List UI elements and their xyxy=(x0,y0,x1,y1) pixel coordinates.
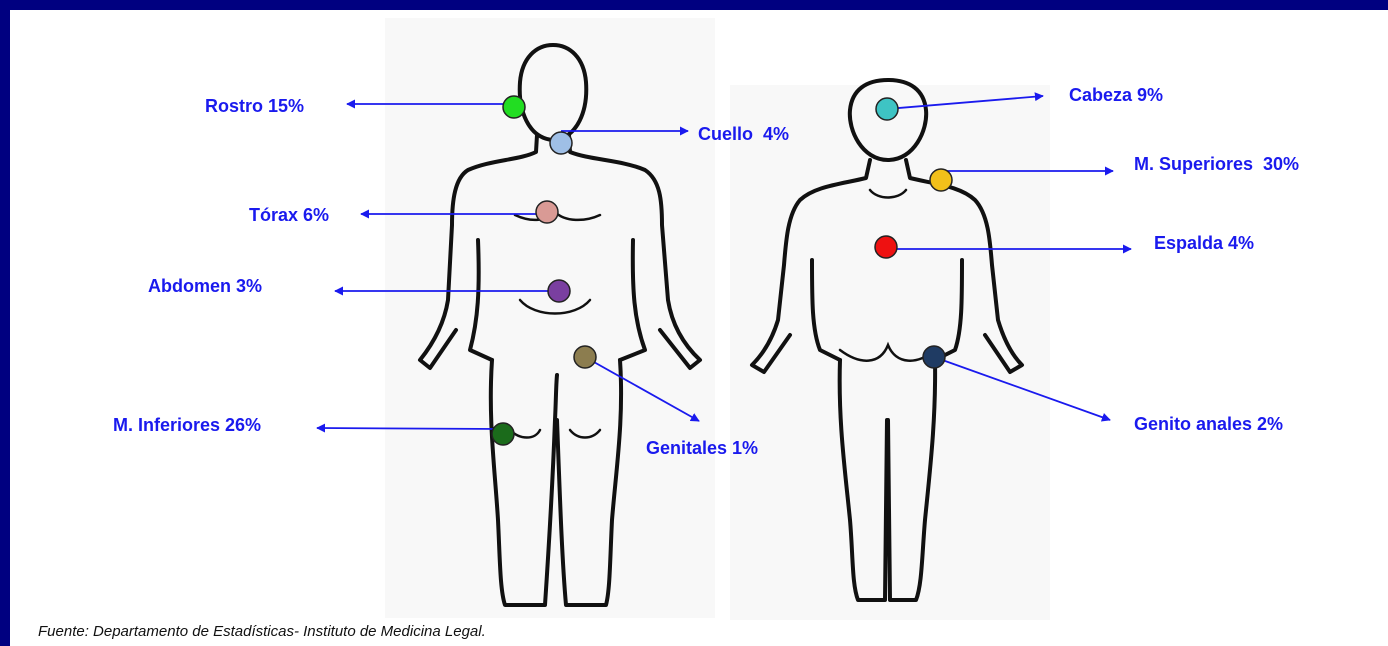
torax-label: Tórax 6% xyxy=(249,205,329,225)
inferiores-arrow xyxy=(317,428,503,429)
genitales-dot xyxy=(574,346,596,368)
genitales-label: Genitales 1% xyxy=(646,438,758,458)
inferiores-label: M. Inferiores 26% xyxy=(113,415,261,435)
superiores-label: M. Superiores 30% xyxy=(1134,154,1299,174)
rostro-label: Rostro 15% xyxy=(205,96,304,116)
cuello-label: Cuello 4% xyxy=(698,124,789,144)
espalda-dot xyxy=(875,236,897,258)
inferiores-dot xyxy=(492,423,514,445)
source-note: Fuente: Departamento de Estadísticas- In… xyxy=(38,623,486,640)
cabeza-dot xyxy=(876,98,898,120)
cabeza-label: Cabeza 9% xyxy=(1069,85,1163,105)
espalda-label: Espalda 4% xyxy=(1154,233,1254,253)
genitoanales-dot xyxy=(923,346,945,368)
abdomen-dot xyxy=(548,280,570,302)
abdomen-label: Abdomen 3% xyxy=(148,276,262,296)
torax-dot xyxy=(536,201,558,223)
genitoanales-label: Genito anales 2% xyxy=(1134,414,1283,434)
rostro-dot xyxy=(503,96,525,118)
cuello-dot xyxy=(550,132,572,154)
superiores-dot xyxy=(930,169,952,191)
